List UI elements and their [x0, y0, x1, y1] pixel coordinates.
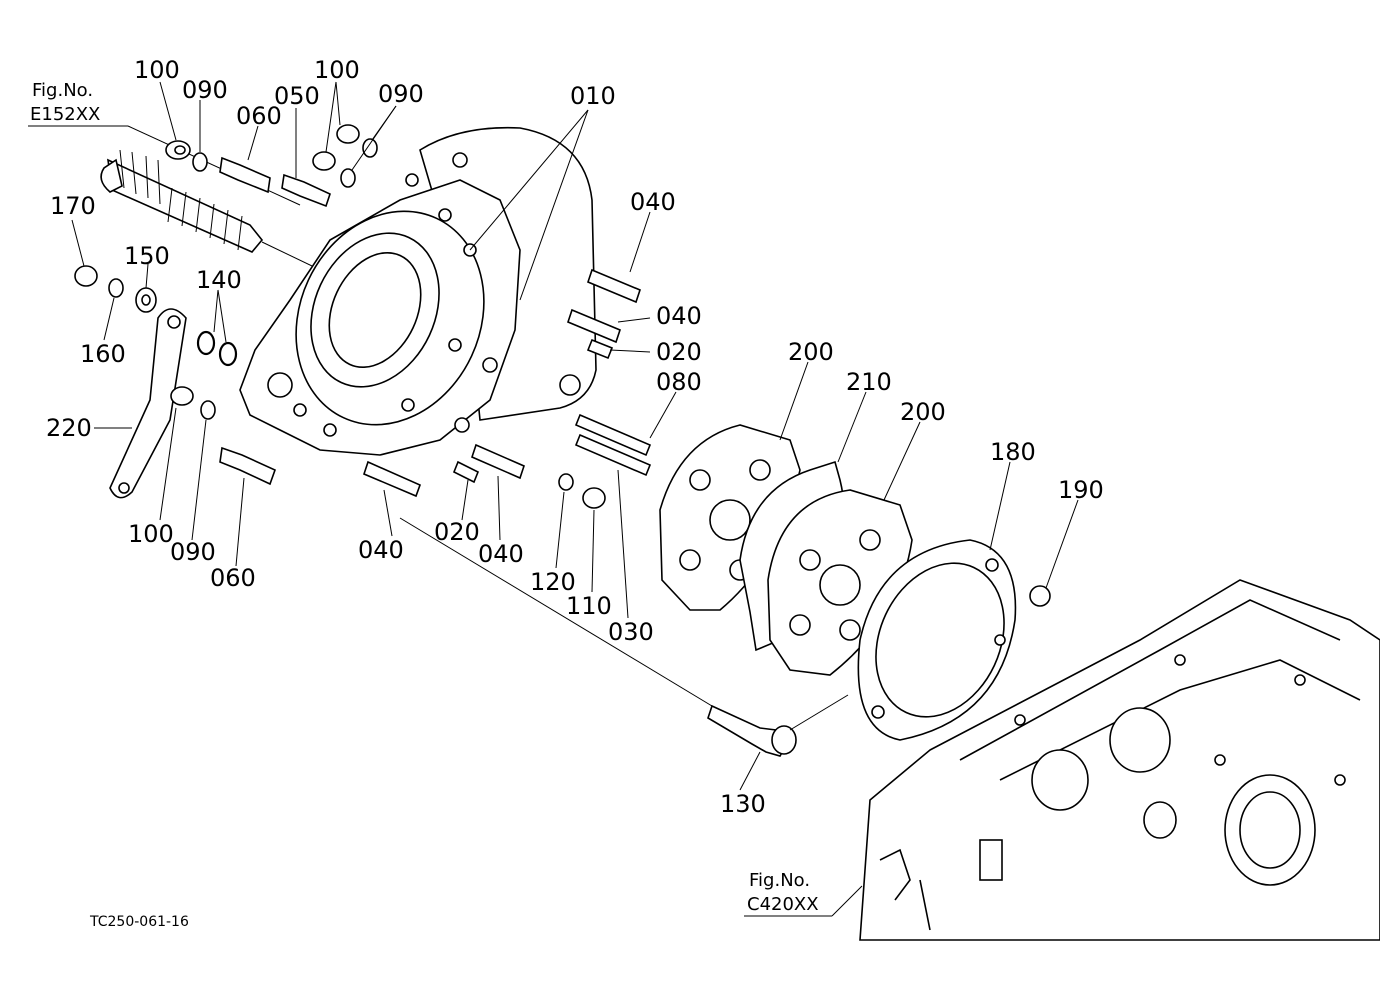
fig-ref-e152xx[interactable]: Fig.No. E152XX: [28, 80, 301, 206]
washer-090-a: [192, 152, 208, 172]
pin-020-a: [586, 338, 614, 360]
callout-160[interactable]: 160: [80, 340, 126, 368]
callout-040[interactable]: 040: [656, 302, 702, 330]
splined-shaft: [100, 149, 336, 278]
bolt-050: [281, 173, 331, 208]
callout-210[interactable]: 210: [846, 368, 892, 396]
nut-100-b: [312, 124, 360, 171]
callout-200[interactable]: 200: [900, 398, 946, 426]
fig-ref-code: E152XX: [30, 104, 100, 125]
callout-100[interactable]: 100: [134, 56, 180, 84]
gasket-180: [857, 539, 1017, 741]
fig-ref-c420xx[interactable]: Fig.No. C420XX: [744, 870, 863, 917]
housing-cover: [239, 126, 597, 456]
callout-040[interactable]: 040: [630, 188, 676, 216]
transmission-case: [859, 579, 1380, 941]
callout-020[interactable]: 020: [656, 338, 702, 366]
plate-200-b: [767, 489, 913, 676]
lever-220: [109, 308, 187, 499]
fig-ref-code: C420XX: [747, 894, 819, 915]
callout-060[interactable]: 060: [210, 564, 256, 592]
callout-040[interactable]: 040: [478, 540, 524, 568]
callout-020[interactable]: 020: [434, 518, 480, 546]
callout-220[interactable]: 220: [46, 414, 92, 442]
callout-060[interactable]: 060: [236, 102, 282, 130]
fig-ref-title: Fig.No.: [32, 80, 93, 101]
callout-110[interactable]: 110: [566, 592, 612, 620]
ball-190: [1029, 585, 1051, 607]
callout-090[interactable]: 090: [182, 76, 228, 104]
nut-100-a: [165, 140, 191, 160]
drawing-code: TC250-061-16: [89, 914, 189, 930]
nut-100-c: [170, 386, 194, 406]
pin-020-b: [452, 460, 480, 484]
callout-150[interactable]: 150: [124, 242, 170, 270]
callout-050[interactable]: 050: [274, 82, 320, 110]
washer-090-b: [340, 138, 378, 188]
stud-040-d: [471, 443, 525, 480]
callout-090[interactable]: 090: [170, 538, 216, 566]
bolt-060-a: [219, 156, 271, 194]
callout-190[interactable]: 190: [1058, 476, 1104, 504]
callout-030[interactable]: 030: [608, 618, 654, 646]
bolt-130: [399, 517, 849, 757]
washer-150: [135, 287, 157, 313]
stud-080: [574, 413, 652, 457]
plate-200-a: [659, 424, 801, 611]
callout-100[interactable]: 100: [314, 56, 360, 84]
fig-ref-title: Fig.No.: [749, 870, 810, 891]
stud-040-a: [587, 268, 641, 304]
washer-120: [558, 473, 574, 491]
callout-130[interactable]: 130: [720, 790, 766, 818]
o-rings-140: [196, 330, 238, 367]
callout-090[interactable]: 090: [378, 80, 424, 108]
washer-160: [108, 278, 124, 298]
stud-040-b: [567, 308, 621, 344]
bolt-060-b: [219, 446, 277, 486]
nut-170: [74, 265, 98, 287]
callout-180[interactable]: 180: [990, 438, 1036, 466]
callout-100[interactable]: 100: [128, 520, 174, 548]
part-callouts: 010 040 040 020 080 200 210 200 180 190 …: [46, 56, 1104, 818]
callout-120[interactable]: 120: [530, 568, 576, 596]
callout-010[interactable]: 010: [570, 82, 616, 110]
callout-080[interactable]: 080: [656, 368, 702, 396]
callout-200[interactable]: 200: [788, 338, 834, 366]
callout-170[interactable]: 170: [50, 192, 96, 220]
callout-040[interactable]: 040: [358, 536, 404, 564]
callout-140[interactable]: 140: [196, 266, 242, 294]
washer-090-c: [200, 400, 216, 420]
plug-110: [582, 487, 606, 509]
leader-lines: [71, 81, 1079, 791]
stud-040-c: [363, 460, 422, 498]
stud-030: [574, 433, 652, 477]
